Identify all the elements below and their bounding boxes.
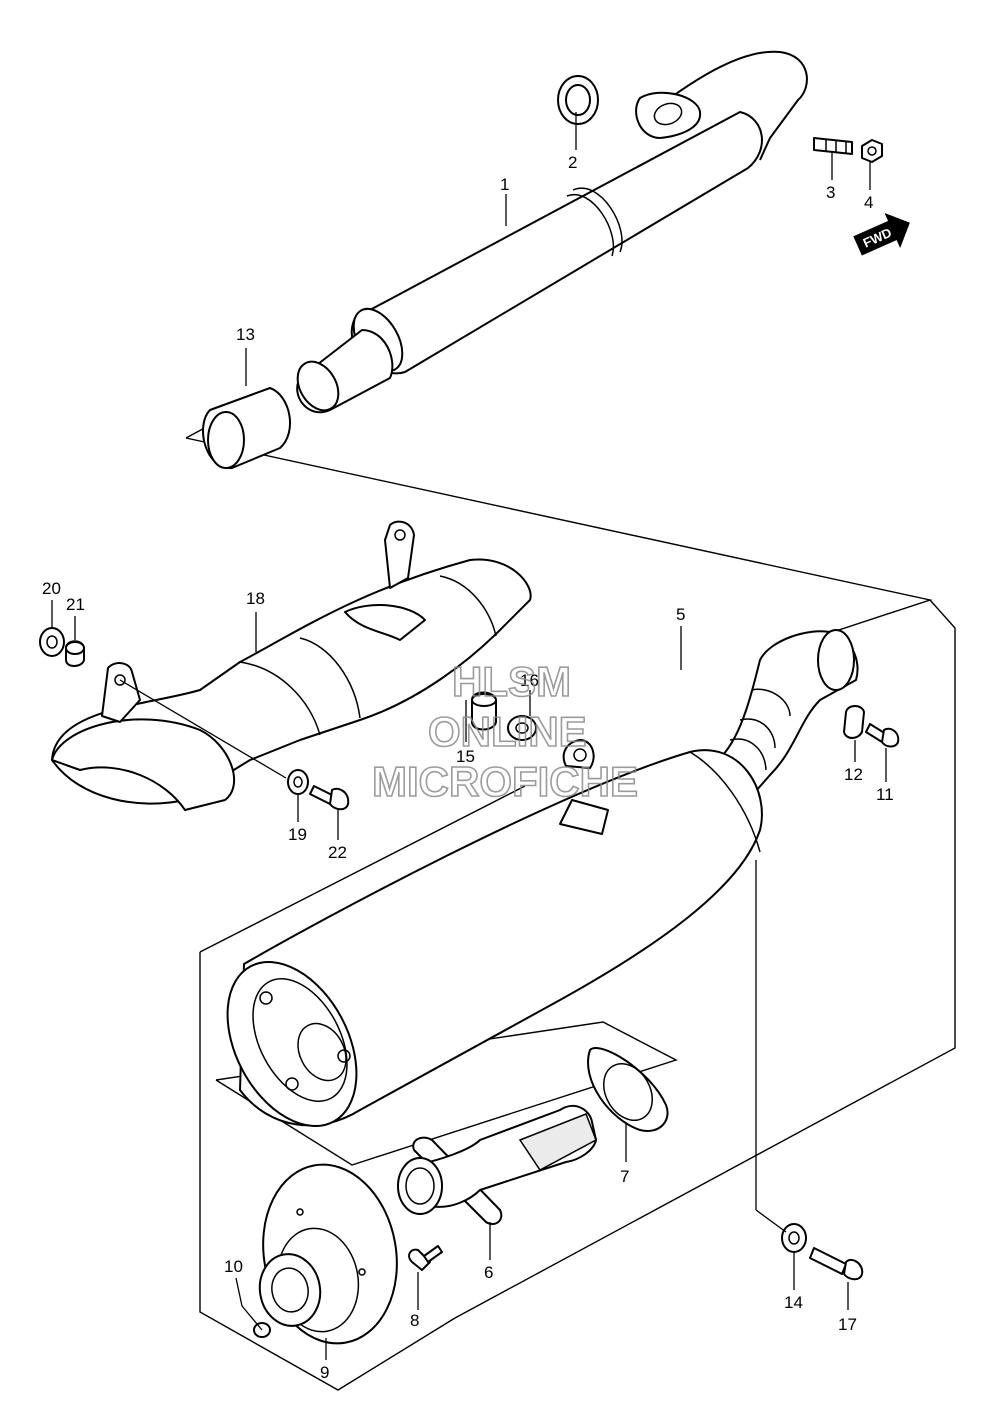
callout-6: 6 (484, 1263, 493, 1282)
callout-7: 7 (620, 1167, 629, 1186)
callout-10: 10 (224, 1257, 243, 1276)
watermark-line-2: ONLINE (428, 708, 587, 755)
callout-2: 2 (568, 153, 577, 172)
end-cap-part-9 (258, 1163, 398, 1345)
callout-18: 18 (246, 589, 265, 608)
callout-16: 16 (520, 671, 539, 690)
inner-pipe-part-6 (397, 1104, 597, 1226)
watermark-line-1: HLSM (452, 658, 571, 705)
bolt-part-22 (309, 785, 350, 811)
callout-13: 13 (236, 325, 255, 344)
callout-5: 5 (676, 605, 685, 624)
callout-11: 11 (876, 785, 894, 804)
callout-19: 19 (288, 825, 307, 844)
exhaust-pipe-part-1 (296, 50, 808, 414)
nut-part-4 (861, 139, 883, 163)
leader-lines (51, 112, 887, 1360)
gasket-part-7 (587, 1047, 669, 1132)
bolt-part-11 (865, 723, 900, 748)
callout-14: 14 (784, 1293, 803, 1312)
callout-1: 1 (500, 175, 509, 194)
watermark: HLSM ONLINE MICROFICHE (371, 657, 639, 806)
callout-20: 20 (42, 579, 61, 598)
callout-3: 3 (826, 183, 835, 202)
sleeve-part-13 (202, 387, 292, 470)
callout-4: 4 (864, 193, 873, 212)
callout-9: 9 (320, 1363, 329, 1382)
callout-12: 12 (844, 765, 863, 784)
rubber-part-16 (507, 715, 537, 741)
bolt-part-8 (408, 1245, 443, 1271)
callout-8: 8 (410, 1311, 419, 1330)
callout-15: 15 (456, 747, 475, 766)
muffler-part-5 (226, 629, 859, 1128)
collar-part-12 (843, 705, 865, 739)
callout-numbers: 2 1 3 4 13 20 21 18 5 15 16 19 22 12 11 … (42, 153, 894, 1382)
bolt-part-17 (809, 1247, 864, 1281)
gasket-part-2 (557, 75, 599, 125)
stud-part-3 (813, 137, 853, 155)
washer-part-14 (781, 1223, 807, 1253)
watermark-line-3: MICROFICHE (372, 758, 638, 805)
callout-22: 22 (328, 843, 347, 862)
fwd-direction-badge: FWD (853, 212, 910, 256)
washer-part-20 (39, 627, 65, 657)
callout-21: 21 (66, 595, 85, 614)
grommet-part-21 (65, 640, 85, 667)
callout-17: 17 (838, 1315, 857, 1334)
heat-shield-part-18 (51, 520, 532, 811)
washer-part-19 (287, 769, 309, 795)
collar-part-15 (471, 691, 497, 731)
